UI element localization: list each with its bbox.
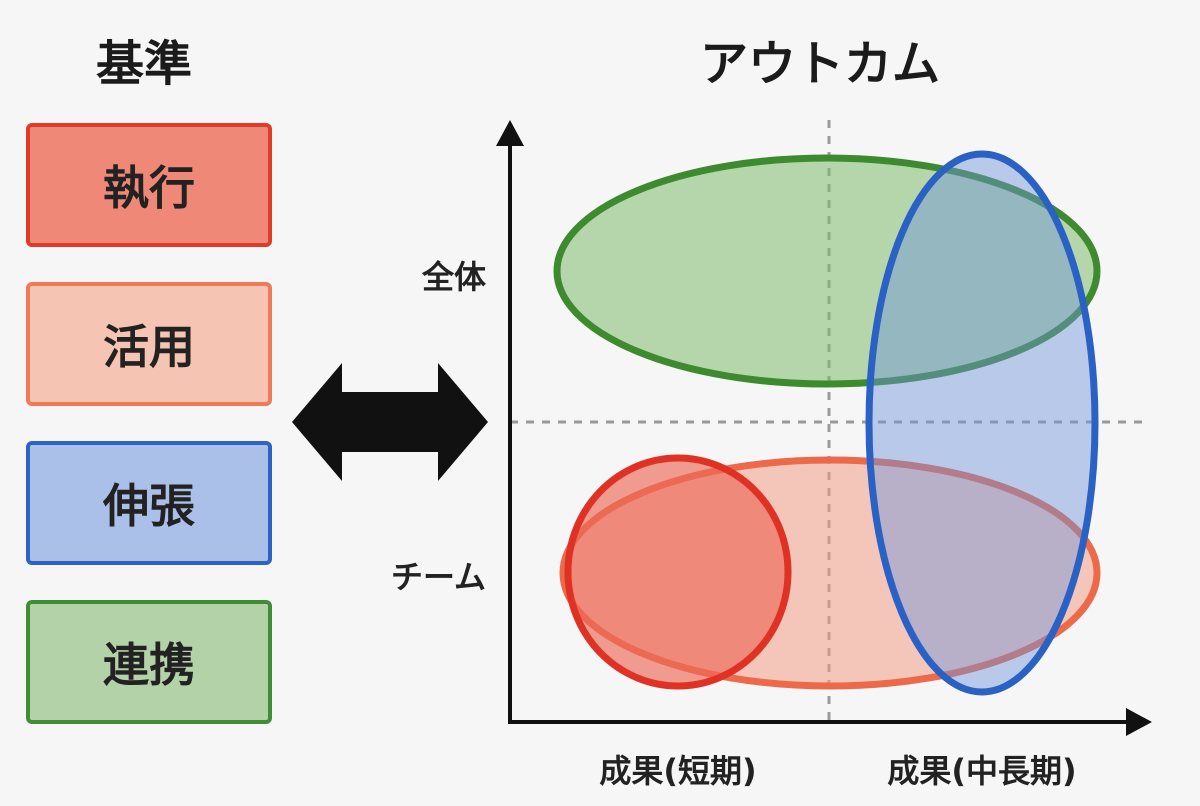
criteria-label-execution: 執行 (103, 161, 195, 215)
criteria-label-utilization: 活用 (103, 320, 195, 374)
criteria-label-collaboration: 連携 (103, 638, 195, 692)
x-axis-label-long-term: 成果(中長期) (887, 752, 1076, 790)
y-axis-label-team: チーム (391, 558, 486, 596)
left-right-double-arrow-icon (292, 363, 488, 481)
criteria-box-collaboration: 連携 (26, 600, 272, 724)
x-axis-label-short-term: 成果(短期) (599, 752, 756, 790)
criteria-box-utilization: 活用 (26, 282, 272, 406)
team-red-circle (564, 454, 792, 690)
criteria-label-expansion: 伸張 (103, 479, 195, 533)
y-axis-label-overall: 全体 (421, 258, 486, 296)
x-axis-arrowhead (1126, 708, 1152, 736)
longterm-blue-ellipse (865, 150, 1099, 696)
criteria-title: 基準 (96, 36, 193, 92)
y-axis-arrowhead (496, 120, 524, 146)
criteria-box-expansion: 伸張 (26, 441, 272, 565)
overall-green-ellipse (553, 154, 1101, 388)
outcome-title: アウトカム (700, 36, 941, 92)
criteria-box-execution: 執行 (26, 123, 272, 247)
